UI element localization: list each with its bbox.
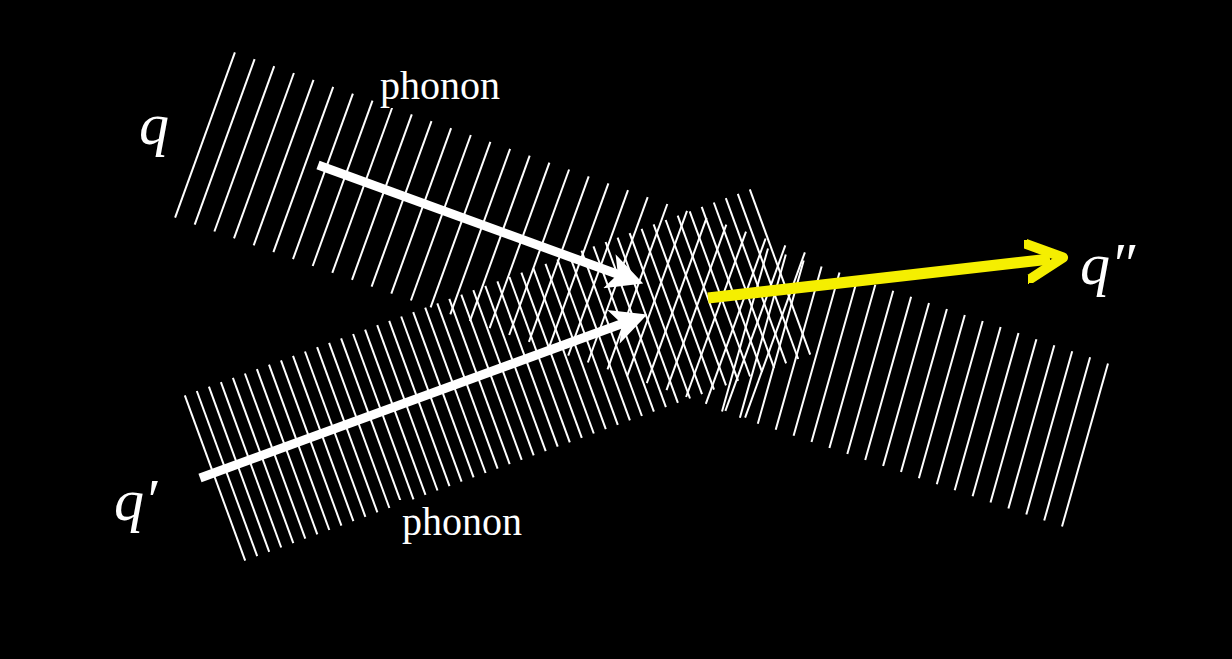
wavefront-line	[1026, 351, 1072, 514]
wavefront-line	[847, 291, 893, 454]
wavefront-line	[588, 197, 648, 362]
wavefront-line	[901, 309, 947, 472]
wavefront-line	[254, 80, 314, 245]
wavefront-line	[973, 333, 1019, 496]
wavefront-line	[865, 297, 911, 460]
wavefront-line	[185, 395, 245, 560]
resultant-arrow	[708, 259, 1050, 298]
wavefront-line	[738, 194, 798, 359]
wavefront-line	[666, 220, 726, 385]
wavefront-line	[883, 303, 929, 466]
wavefront-line	[234, 73, 294, 238]
wavefront-line	[1062, 363, 1108, 526]
wavefront-line	[654, 224, 714, 389]
wavefront-line	[725, 245, 785, 410]
wavevector-label: q″	[1076, 232, 1139, 296]
wavevector-arrow	[318, 165, 628, 278]
wavefront-line	[714, 203, 774, 368]
wavefront-line	[1044, 357, 1090, 520]
wavefront-line	[175, 52, 235, 217]
wavefront-line	[740, 255, 786, 418]
wavefront-line	[794, 273, 840, 436]
wavefront-line	[1008, 345, 1054, 508]
wavefront-line	[919, 315, 965, 478]
wavefront-line	[214, 66, 274, 231]
wavefront-line	[686, 232, 746, 397]
wavevector-arrow	[200, 320, 632, 478]
wavefront-line	[647, 218, 707, 383]
phonon-label: phonon	[398, 500, 526, 544]
wavefront-line	[937, 321, 983, 484]
wavefront-line	[642, 229, 702, 394]
wavefront-line	[991, 339, 1037, 502]
wavefront-line	[812, 279, 858, 442]
wavefront-line	[955, 327, 1001, 490]
wavefront-line	[726, 198, 786, 363]
wavevector-label: q′	[110, 468, 161, 532]
wavefront-line	[829, 285, 875, 448]
wavefront-line	[195, 59, 255, 224]
phonon-label: phonon	[376, 64, 504, 108]
wavefronts	[175, 52, 1108, 560]
wavevector-label: q	[135, 92, 173, 156]
wavefront-line	[630, 233, 690, 398]
wavefront-line	[722, 248, 768, 411]
